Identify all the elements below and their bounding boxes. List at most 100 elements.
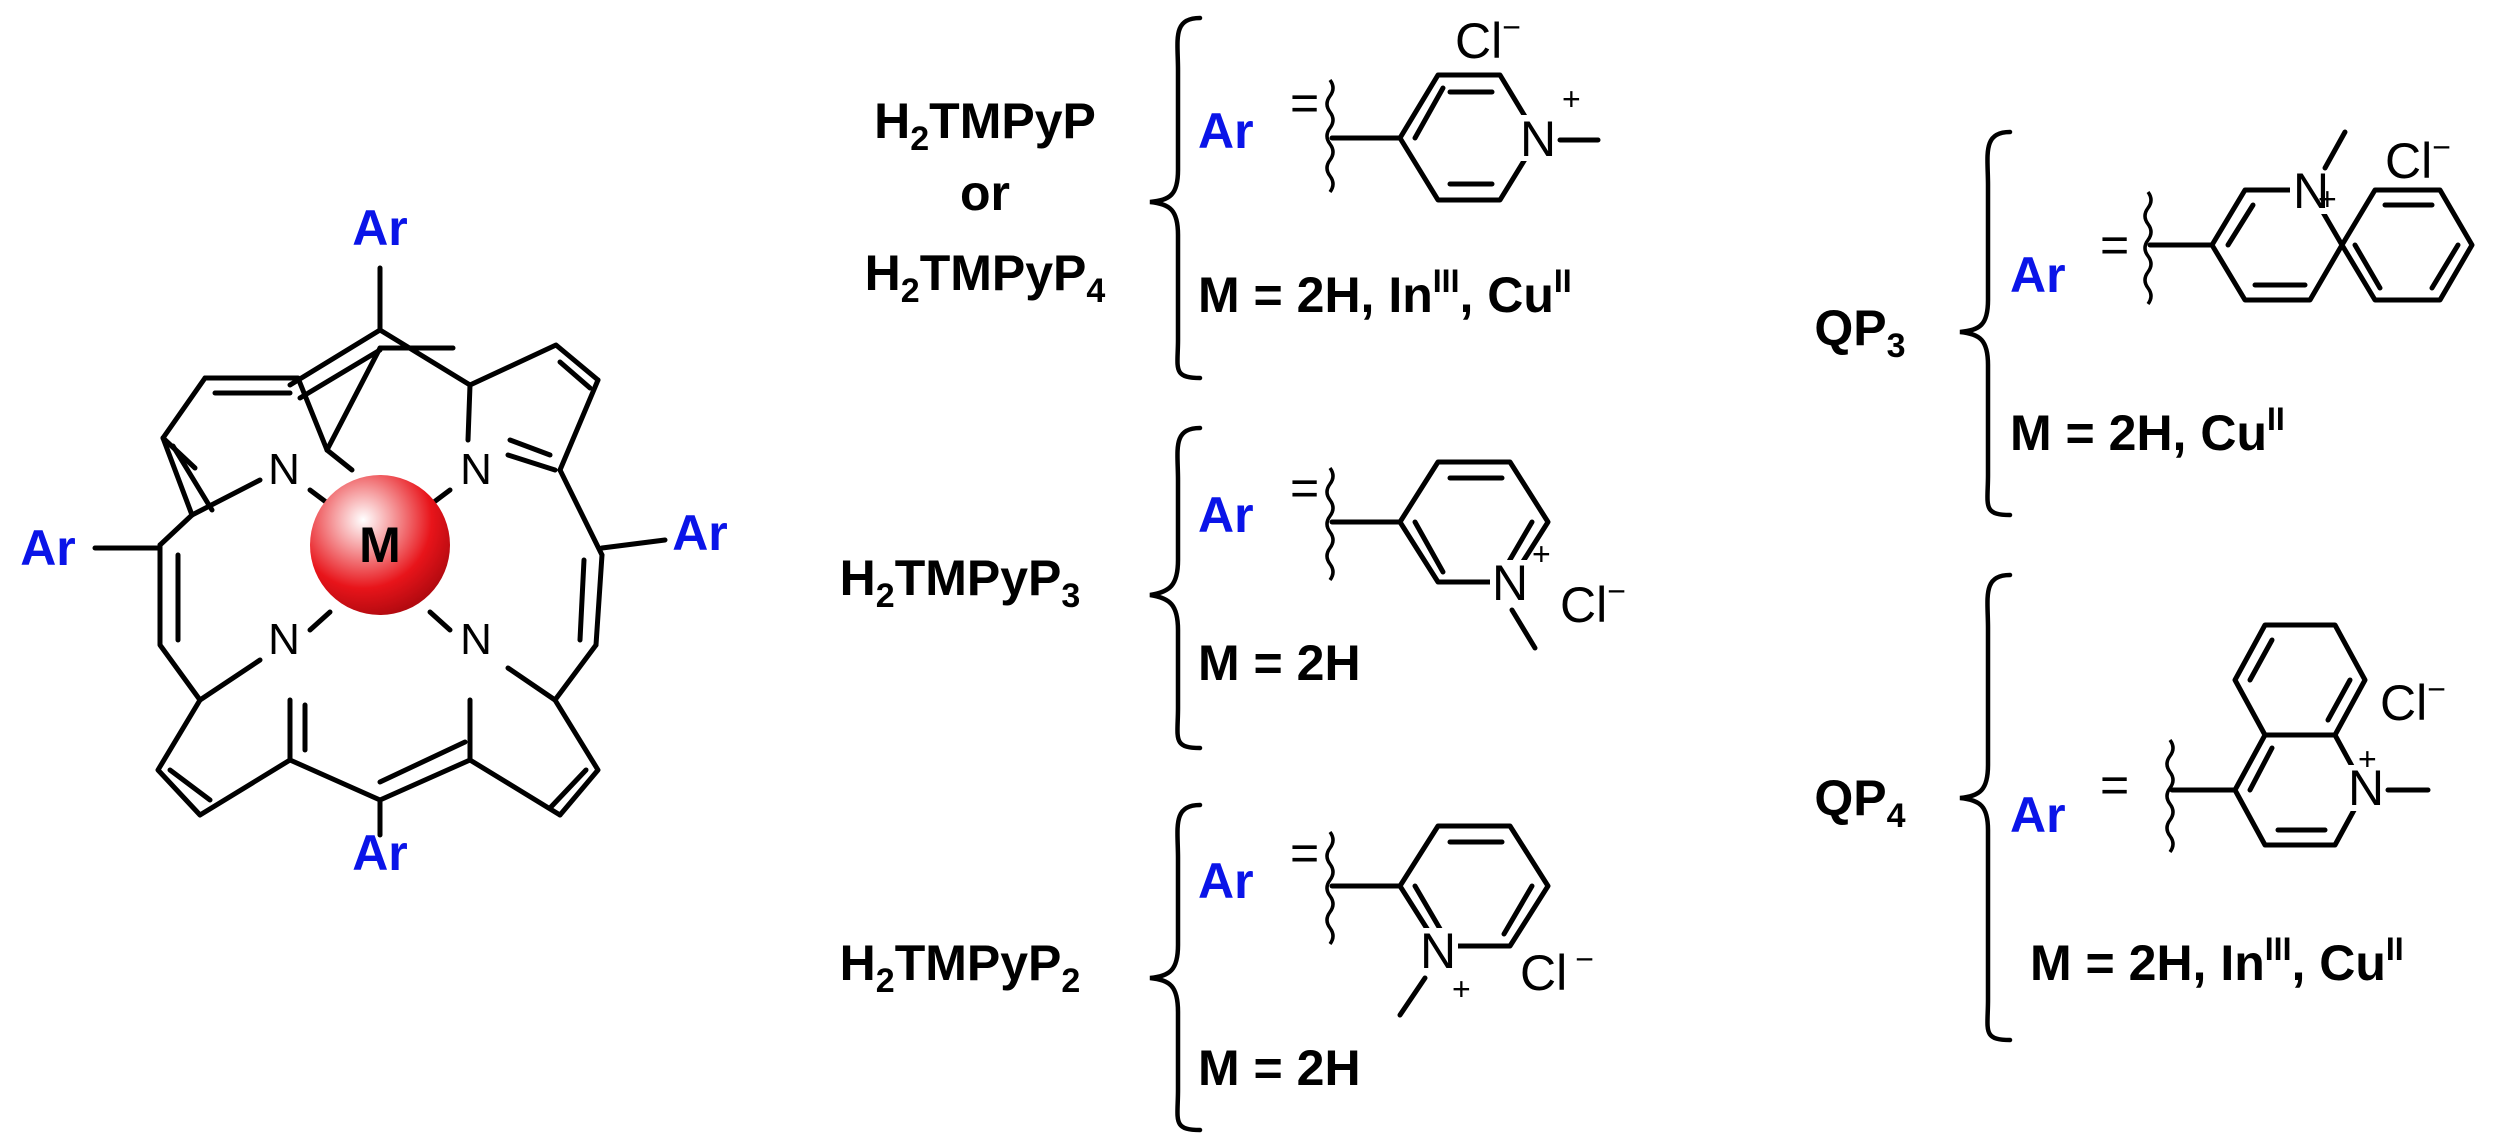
bond-tl-d — [160, 435, 195, 518]
group-qp4: QP4 Ar = N + Cl− M = 2H, InIII, CuII — [1814, 572, 2446, 1043]
bond-bl-c — [197, 657, 263, 703]
g2-brace — [1149, 425, 1203, 751]
bond-tl-e — [157, 512, 195, 548]
g5-n-atom: N — [2348, 760, 2384, 816]
g5-ring-d2 — [2247, 745, 2275, 793]
n-atom-1: N — [268, 445, 300, 494]
n-atom-3: N — [268, 615, 300, 664]
bond-meso-tl — [324, 345, 383, 453]
group-qp3: QP3 Ar = N + Cl− M = 2H, CuII — [1814, 129, 2475, 518]
g2-wavy-bond — [1325, 466, 1335, 582]
g4-n-atom: N — [2293, 163, 2329, 219]
bond-br-double — [547, 767, 589, 811]
g1-name-line3: H2TMPyP4 — [865, 245, 1106, 310]
g1-brace — [1149, 15, 1203, 381]
g1-ar-eq: = — [1290, 75, 1319, 131]
metal-ball — [310, 475, 450, 615]
g3-ring-d3 — [1412, 883, 1446, 937]
g5-n-charge: + — [2358, 741, 2377, 777]
g3-n-atom: N — [1420, 923, 1456, 979]
g4-ring-b — [2339, 187, 2475, 303]
bond-br-b — [505, 665, 558, 703]
bond-tr-double — [557, 359, 593, 391]
g1-name-or: or — [960, 165, 1010, 221]
n-atom-4: N — [460, 615, 492, 664]
g4-methyl-bond — [2322, 129, 2348, 171]
g4-m-row: M = 2H, CuII — [2010, 401, 2285, 461]
g5-name: QP4 — [1814, 770, 1905, 835]
bond-bl-double — [167, 767, 213, 803]
g2-m-row: M = 2H — [1198, 635, 1361, 691]
bond-meso-right — [593, 552, 605, 648]
g3-counter-ion: Cl− — [1520, 941, 1594, 1001]
g1-ar-label: Ar — [1198, 103, 1254, 159]
bond-n4-m — [427, 609, 453, 633]
g4-ar-label: Ar — [2010, 247, 2066, 303]
bond-meso-bottom-d — [377, 739, 468, 785]
g3-brace — [1149, 802, 1203, 1133]
bond-n3-m — [307, 609, 333, 633]
g1-m-row: M = 2H, InIII, CuII — [1198, 263, 1572, 323]
n-atom-2: N — [460, 445, 492, 494]
ar-left-label: Ar — [20, 520, 76, 576]
ar-top-label: Ar — [352, 200, 408, 256]
g4-ring-d4 — [2429, 242, 2461, 291]
bond-tl-a — [202, 375, 330, 453]
g5-m-row: M = 2H, InIII, CuII — [2030, 931, 2404, 991]
porphyrin-core: M N N N N Ar Ar Ar Ar — [20, 200, 728, 881]
bond-tl-double2 — [170, 443, 215, 513]
g5-ring-d4 — [2325, 677, 2353, 723]
bond-tr-e — [557, 467, 605, 558]
g4-ar-eq: = — [2100, 217, 2129, 273]
bond-ar-right — [599, 537, 668, 551]
g2-name: H2TMPyP3 — [840, 550, 1081, 615]
bond-meso-right-d — [577, 557, 587, 643]
bond-tl-b — [160, 375, 208, 441]
g4-ring-d5 — [2352, 242, 2383, 291]
g4-ring-d1 — [2225, 202, 2256, 248]
g2-ar-label: Ar — [1198, 487, 1254, 543]
g3-ar-eq: = — [1290, 825, 1319, 881]
bond-br-c — [467, 757, 563, 818]
bond-meso-top — [287, 327, 473, 388]
g3-n-charge: + — [1452, 971, 1471, 1007]
bond-tr-dd — [507, 437, 553, 458]
g4-n-charge: + — [2318, 181, 2337, 217]
metal-label: M — [359, 517, 401, 573]
bond-meso-left — [157, 542, 203, 703]
g3-wavy-bond — [1325, 830, 1335, 946]
bond-tl-n — [324, 447, 355, 473]
bond-tl-f — [189, 477, 263, 518]
g5-ar-label: Ar — [2010, 787, 2066, 843]
g5-ring-b — [2232, 622, 2368, 738]
g2-ar-eq: = — [1290, 460, 1319, 516]
g1-ring-d3 — [1412, 85, 1446, 141]
bond-br-a — [552, 642, 601, 818]
g5-ar-eq: = — [2100, 757, 2129, 813]
g3-methyl-bond — [1397, 975, 1428, 1018]
g4-counter-ion: Cl− — [2385, 129, 2451, 189]
g4-brace — [1959, 129, 2013, 518]
g2-n-charge: + — [1532, 536, 1551, 572]
bond-tr-c — [465, 382, 473, 443]
g5-brace — [1959, 572, 2013, 1043]
group-h2tmpyp2: H2TMPyP2 Ar = N + Cl− M = 2H — [840, 802, 1594, 1133]
bond-meso-top-d — [297, 347, 383, 401]
bond-tr-d — [505, 452, 558, 473]
g2-pyridine-ring — [1397, 459, 1551, 585]
g2-n-atom: N — [1492, 555, 1528, 611]
g1-name-line1: H2TMPyP — [874, 93, 1096, 158]
g2-ring-d3 — [1412, 519, 1446, 575]
g1-counter-ion: Cl− — [1455, 9, 1521, 69]
g1-wavy-bond — [1325, 78, 1335, 194]
bond-bl-a — [155, 697, 293, 818]
group-h2tmpyp3: H2TMPyP3 Ar = N + Cl− M = 2H — [840, 425, 1626, 751]
g3-ring-d2 — [1501, 883, 1535, 937]
g2-counter-ion: Cl− — [1560, 573, 1626, 633]
g1-n-atom: N — [1520, 111, 1556, 167]
g2-methyl-bond — [1509, 607, 1538, 651]
ar-right-label: Ar — [672, 505, 728, 561]
g5-ring-d3 — [2247, 637, 2275, 683]
g1-n-charge: + — [1562, 81, 1581, 117]
bond-tr-a — [467, 342, 601, 388]
